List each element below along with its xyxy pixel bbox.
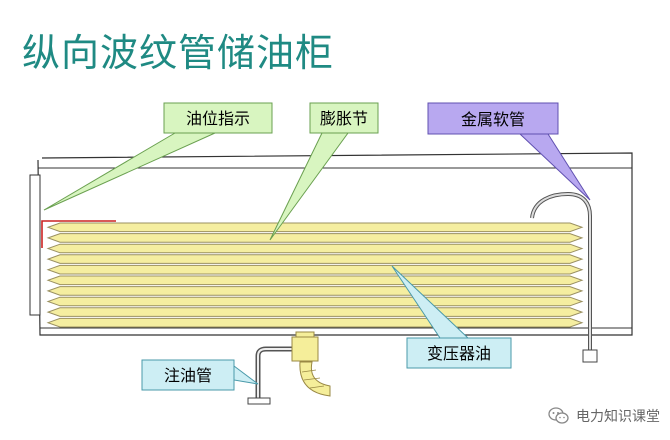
bellows-fold xyxy=(46,254,584,264)
callout-oil-level-label: 油位指示 xyxy=(186,109,250,128)
callout-transformer-oil: 变压器油 xyxy=(391,265,512,369)
bellows-fold xyxy=(46,264,584,275)
callout-transformer-oil-label: 变压器油 xyxy=(427,344,491,363)
callout-bellows: 膨胀节 xyxy=(269,102,379,241)
callout-metal-hose-label: 金属软管 xyxy=(461,110,525,129)
bellows-fold xyxy=(46,296,584,307)
bellows-fold xyxy=(46,222,584,233)
callout-oil-filler: 注油管 xyxy=(141,359,259,391)
callout-oil-level: 油位指示 xyxy=(43,102,273,211)
bellows-fold xyxy=(46,307,584,317)
bellows-expansion-element xyxy=(46,222,584,328)
metal-hose xyxy=(530,191,598,363)
oil-level-indicator xyxy=(41,220,116,248)
bellows-fold xyxy=(46,317,584,328)
bellows-fold xyxy=(46,233,584,243)
wechat-icon xyxy=(548,407,569,424)
bellows-fold xyxy=(46,275,584,286)
watermark: 电力知识课堂 xyxy=(548,406,660,426)
callout-metal-hose: 金属软管 xyxy=(427,102,591,201)
diagram-title: 纵向波纹管储油柜 xyxy=(22,31,335,75)
bellows-fold xyxy=(46,286,584,296)
callout-oil-filler-label: 注油管 xyxy=(164,366,212,385)
watermark-text: 电力知识课堂 xyxy=(576,409,660,425)
bellows-fold xyxy=(46,243,584,254)
callout-bellows-label: 膨胀节 xyxy=(320,109,368,128)
oil-filler-pipe xyxy=(247,331,331,405)
